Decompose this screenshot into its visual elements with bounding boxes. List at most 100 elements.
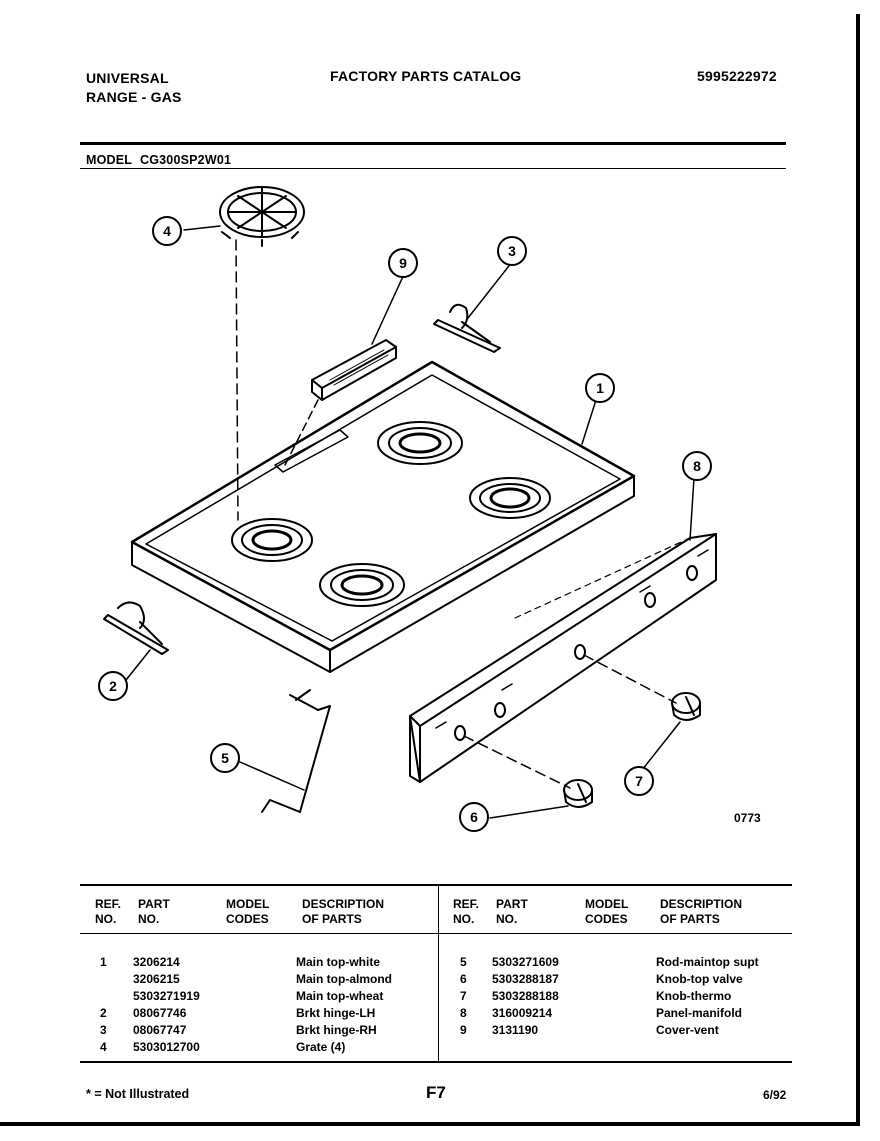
cell-desc: Panel-manifold	[656, 1006, 743, 1020]
table-bottom-rule	[80, 1061, 792, 1063]
cell-desc: Knob-top valve	[656, 972, 743, 986]
page-frame-right	[856, 14, 860, 1125]
cell-desc: Brkt hinge-RH	[296, 1023, 377, 1037]
cell-part: 5303012700	[133, 1040, 200, 1054]
brand-line-1: UNIVERSAL	[86, 70, 169, 86]
header-line: OF PARTS	[660, 912, 720, 926]
callouts: 1 2 3 4 5 6 7 8 9	[98, 216, 712, 832]
panel-front-dashed	[514, 537, 691, 619]
header-line: DESCRIPTION	[302, 897, 385, 911]
header-line: CODES	[226, 912, 269, 926]
figure-code: 0773	[734, 811, 761, 825]
cell-desc: Brkt hinge-LH	[296, 1006, 376, 1020]
burner-rear-right	[469, 477, 551, 519]
manifold-panel-part	[409, 533, 717, 783]
cell-part: 5303288187	[492, 972, 559, 986]
cell-part: 08067746	[133, 1006, 187, 1020]
header-line: REF.	[95, 897, 122, 911]
page-code: F7	[426, 1083, 446, 1102]
not-illustrated-note: * = Not Illustrated	[86, 1087, 190, 1101]
grate-part	[219, 186, 305, 247]
header-line: PART	[496, 897, 528, 911]
header-line: NO.	[138, 912, 160, 926]
model-value: CG300SP2W01	[140, 153, 232, 167]
callout-2: 2	[98, 671, 128, 701]
cell-ref: 7	[460, 989, 467, 1003]
header-line: MODEL	[226, 897, 270, 911]
main-top-part	[130, 360, 636, 673]
burner-rear-left	[377, 421, 463, 465]
svg-text:6: 6	[470, 809, 478, 825]
cell-part: 316009214	[492, 1006, 553, 1020]
svg-text:8: 8	[693, 458, 701, 474]
knob-thermo-part	[671, 692, 701, 721]
svg-text:9: 9	[399, 255, 407, 271]
callout-8: 8	[682, 451, 712, 481]
cell-ref: 5	[460, 955, 467, 969]
knob-7-axis	[583, 654, 677, 704]
cell-ref: 2	[100, 1006, 107, 1020]
knob-6-axis	[463, 735, 571, 789]
cell-desc: Main top-wheat	[296, 989, 384, 1003]
header-line: NO.	[496, 912, 518, 926]
cell-desc: Grate (4)	[296, 1040, 346, 1054]
cell-ref: 4	[100, 1040, 107, 1054]
date-code: 6/92	[763, 1088, 787, 1102]
svg-text:5: 5	[221, 750, 229, 766]
brand-line-2: RANGE - GAS	[86, 89, 182, 105]
hinge-bracket-lh-part	[103, 601, 169, 655]
callout-5: 5	[210, 743, 240, 773]
cell-desc: Rod-maintop supt	[656, 955, 759, 969]
page-frame-bottom	[0, 1122, 860, 1126]
svg-text:7: 7	[635, 773, 643, 789]
header-ref-no-left: REF.NO.	[95, 897, 121, 927]
burner-front-left	[231, 518, 313, 562]
cell-part: 5303288188	[492, 989, 559, 1003]
cell-part: 3206214	[133, 955, 180, 969]
cell-ref: 6	[460, 972, 467, 986]
cell-ref: 1	[100, 955, 107, 969]
cell-part: 08067747	[133, 1023, 187, 1037]
cell-desc: Main top-white	[296, 955, 380, 969]
knob-top-valve-part	[563, 779, 593, 808]
model-rule	[80, 168, 786, 169]
support-rod-part	[261, 689, 331, 813]
header-line: OF PARTS	[302, 912, 362, 926]
cell-ref: 8	[460, 1006, 467, 1020]
callout-6: 6	[459, 802, 489, 832]
vent-cover-part	[311, 339, 397, 401]
cell-desc: Cover-vent	[656, 1023, 719, 1037]
cell-desc: Main top-almond	[296, 972, 392, 986]
callout-4: 4	[152, 216, 182, 246]
cell-part: 5303271919	[133, 989, 200, 1003]
header-rule	[80, 142, 786, 145]
hinge-bracket-rh-part	[433, 303, 501, 353]
header-line: NO.	[95, 912, 117, 926]
header-line: REF.	[453, 897, 480, 911]
burner-front-right	[319, 563, 405, 607]
header-line: PART	[138, 897, 170, 911]
svg-text:2: 2	[109, 678, 117, 694]
callout-3: 3	[497, 236, 527, 266]
exploded-parts-diagram: 1 2 3 4 5 6 7 8 9	[98, 186, 717, 832]
cell-part: 3206215	[133, 972, 180, 986]
cell-desc: Knob-thermo	[656, 989, 732, 1003]
header-line: CODES	[585, 912, 628, 926]
grate-leader-dashed	[235, 239, 239, 521]
callout-9: 9	[388, 248, 418, 278]
header-line: NO.	[453, 912, 475, 926]
cell-part: 3131190	[492, 1023, 539, 1037]
cell-part: 5303271609	[492, 955, 559, 969]
leader-lines	[125, 225, 695, 819]
cell-ref: 9	[460, 1023, 467, 1037]
table-top-rule	[80, 884, 792, 886]
callout-7: 7	[624, 766, 654, 796]
header-line: DESCRIPTION	[660, 897, 743, 911]
svg-text:1: 1	[596, 380, 604, 396]
vent-leader-dashed	[284, 399, 319, 466]
